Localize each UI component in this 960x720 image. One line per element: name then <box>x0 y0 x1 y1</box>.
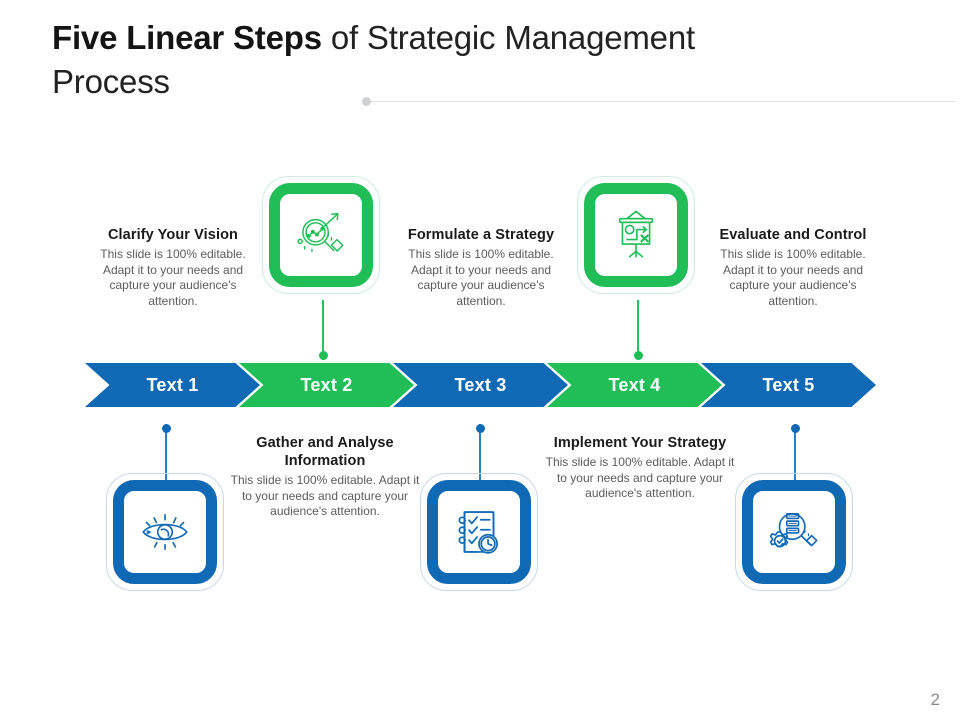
icon-frame-eye-rays[interactable] <box>106 473 224 591</box>
connector-dot <box>475 424 485 433</box>
step-body: This slide is 100% editable. Adapt it to… <box>545 455 735 500</box>
connector-step4 <box>633 300 643 360</box>
chevron-label: Text 2 <box>300 374 353 395</box>
magnifier-growth-chart-icon <box>297 212 344 253</box>
strategy-board-icon <box>618 210 654 258</box>
connector-step5 <box>790 424 800 480</box>
icon-frame-outer-ring <box>262 176 380 294</box>
icon-frame-checklist-clock[interactable] <box>420 473 538 591</box>
chevron-label: Text 4 <box>608 374 661 395</box>
icon-frame-magnifier-gear-checklist[interactable] <box>735 473 853 591</box>
chevron-step-4[interactable]: Text 4 <box>547 363 722 407</box>
step-heading: Clarify Your Vision <box>107 227 239 243</box>
icon-frame-outer-ring <box>106 473 224 591</box>
icon-frame-outer-ring <box>420 473 538 591</box>
step-body: This slide is 100% editable. Adapt it to… <box>100 247 246 308</box>
step-heading: Gather and Analyse Information <box>256 435 394 469</box>
header-divider-dot <box>362 97 371 106</box>
text-block-formulate-a-strategy: Formulate a Strategy This slide is 100% … <box>396 226 566 309</box>
icon-frame-inner-ring <box>427 480 531 584</box>
process-chevron-bar: Text 1 Text 2 Text 3 Text 4 Text 5 <box>85 363 876 407</box>
connector-step1 <box>161 424 171 480</box>
icon-frame-inner-ring <box>269 183 373 287</box>
chevron-step-3[interactable]: Text 3 <box>393 363 568 407</box>
icon-frame-inner-ring <box>584 183 688 287</box>
magnifier-gear-checklist-icon <box>769 513 818 548</box>
text-block-evaluate-and-control: Evaluate and Control This slide is 100% … <box>708 226 878 309</box>
icon-frame-outer-ring <box>735 473 853 591</box>
icon-frame-inner-ring <box>742 480 846 584</box>
chevron-label: Text 1 <box>146 374 199 395</box>
checklist-clock-icon <box>458 511 498 554</box>
text-block-implement-your-strategy: Implement Your Strategy This slide is 10… <box>540 434 740 502</box>
connector-line <box>637 300 639 360</box>
icon-frame-outer-ring <box>577 176 695 294</box>
step-heading: Evaluate and Control <box>719 227 867 243</box>
chevron-label: Text 5 <box>762 374 815 395</box>
chevron-step-2[interactable]: Text 2 <box>239 363 414 407</box>
connector-dot <box>318 351 328 360</box>
connector-line <box>794 424 796 480</box>
connector-step3 <box>475 424 485 480</box>
connector-step2 <box>318 300 328 360</box>
page-title-bold: Five Linear Steps <box>52 19 322 56</box>
step-heading: Implement Your Strategy <box>553 435 727 451</box>
connector-dot <box>790 424 800 433</box>
connector-dot <box>633 351 643 360</box>
chevron-step-5[interactable]: Text 5 <box>701 363 876 407</box>
eye-rays-icon <box>142 513 188 551</box>
connector-line <box>165 424 167 480</box>
connector-line <box>322 300 324 360</box>
page-number: 2 <box>930 690 940 709</box>
chevron-step-1[interactable]: Text 1 <box>85 363 260 407</box>
icon-frame-strategy-board[interactable] <box>577 176 695 294</box>
step-body: This slide is 100% editable. Adapt it to… <box>230 473 420 518</box>
icon-frame-magnifier-growth-chart[interactable] <box>262 176 380 294</box>
text-block-clarify-your-vision: Clarify Your Vision This slide is 100% e… <box>88 226 258 309</box>
step-body: This slide is 100% editable. Adapt it to… <box>408 247 554 308</box>
page-title: Five Linear Steps of Strategic Managemen… <box>52 16 752 104</box>
chevron-label: Text 3 <box>454 374 507 395</box>
page-title-rest: of Strategic Management Process <box>52 19 695 100</box>
connector-line <box>479 424 481 480</box>
step-heading: Formulate a Strategy <box>407 227 555 243</box>
step-body: This slide is 100% editable. Adapt it to… <box>720 247 866 308</box>
connector-dot <box>161 424 171 433</box>
icon-frame-inner-ring <box>113 480 217 584</box>
text-block-gather-and-analyse-information: Gather and Analyse Information This slid… <box>225 434 425 520</box>
header-divider <box>366 101 956 102</box>
